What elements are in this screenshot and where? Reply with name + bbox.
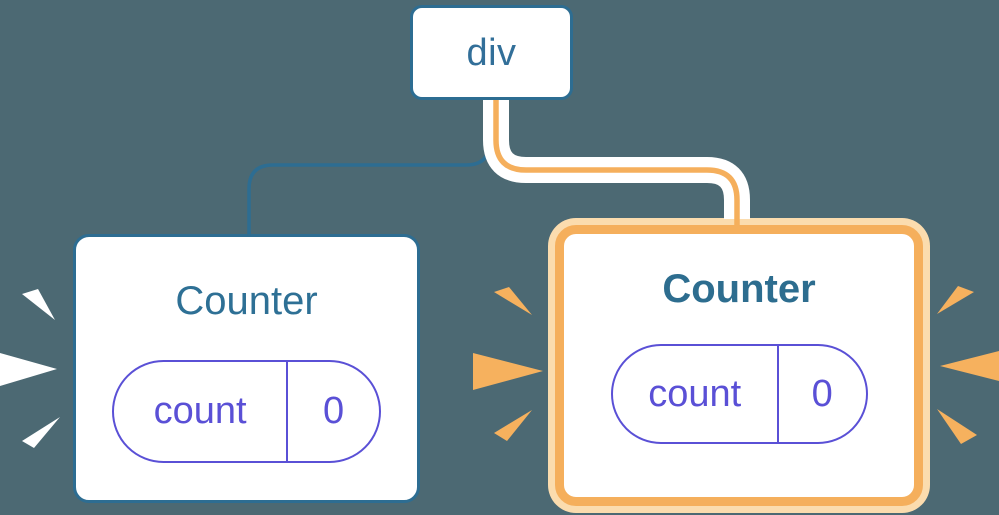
counter-title: Counter <box>662 267 816 311</box>
root-node: div <box>410 5 573 100</box>
state-value: 0 <box>811 372 833 415</box>
highlight-ring: Counter count 0 <box>548 218 930 513</box>
edge-div-to-left-counter <box>247 100 492 236</box>
emphasis-mark-left-middle <box>0 353 57 386</box>
emphasis-mark-right-outer-middle <box>940 351 999 381</box>
emphasis-mark-right-inner-bottom <box>494 410 532 441</box>
emphasis-mark-left-top <box>22 289 55 320</box>
emphasis-mark-right-inner-top <box>494 287 532 315</box>
edge-div-to-right-counter-casing <box>483 100 750 219</box>
counter-node-right: Counter count 0 <box>555 225 923 506</box>
state-pill: count 0 <box>610 344 868 444</box>
pill-divider <box>286 362 289 461</box>
root-node-label: div <box>466 31 517 74</box>
emphasis-mark-right-inner-middle <box>473 353 543 390</box>
edge-div-to-right-counter-core <box>493 100 740 233</box>
counter-node-left: Counter count 0 <box>73 234 420 503</box>
state-pill: count 0 <box>112 360 381 463</box>
state-name: count <box>153 390 247 432</box>
counter-title: Counter <box>175 279 318 323</box>
state-value: 0 <box>323 390 345 432</box>
emphasis-mark-right-outer-top <box>937 286 974 314</box>
pill-divider <box>776 346 779 442</box>
emphasis-mark-left-bottom <box>22 417 60 448</box>
state-name: count <box>648 372 742 415</box>
emphasis-mark-right-outer-bottom <box>937 409 977 444</box>
